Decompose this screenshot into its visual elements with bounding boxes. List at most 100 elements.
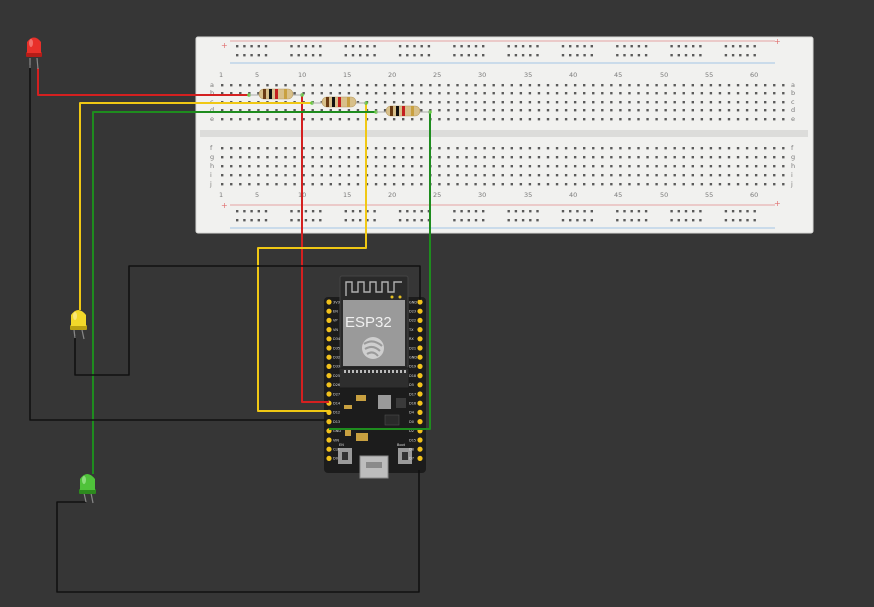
breadboard-hole[interactable] (297, 210, 300, 213)
breadboard-hole[interactable] (438, 165, 441, 168)
breadboard-hole[interactable] (754, 84, 758, 87)
breadboard-hole[interactable] (764, 156, 767, 159)
breadboard-hole[interactable] (320, 147, 323, 150)
breadboard-hole[interactable] (359, 45, 362, 48)
breadboard-hole[interactable] (438, 156, 441, 159)
breadboard-hole[interactable] (699, 219, 702, 222)
breadboard-hole[interactable] (465, 84, 468, 87)
breadboard-hole[interactable] (501, 118, 504, 121)
breadboard-hole[interactable] (677, 54, 680, 57)
breadboard-hole[interactable] (474, 219, 478, 222)
breadboard-hole[interactable] (284, 118, 287, 121)
breadboard-hole[interactable] (447, 174, 450, 177)
breadboard-hole[interactable] (682, 84, 685, 87)
breadboard-hole[interactable] (782, 156, 785, 159)
breadboard-hole[interactable] (483, 156, 486, 159)
breadboard-hole[interactable] (239, 92, 242, 95)
breadboard-hole[interactable] (673, 165, 676, 168)
breadboard-hole[interactable] (583, 147, 586, 150)
breadboard-hole[interactable] (374, 109, 378, 112)
breadboard-hole[interactable] (483, 165, 486, 168)
breadboard-hole[interactable] (239, 165, 242, 168)
breadboard-hole[interactable] (329, 84, 332, 87)
breadboard-hole[interactable] (239, 109, 242, 112)
breadboard-hole[interactable] (420, 84, 423, 87)
breadboard-hole[interactable] (293, 156, 296, 159)
breadboard-hole[interactable] (655, 92, 658, 95)
breadboard-hole[interactable] (402, 101, 405, 104)
breadboard-hole[interactable] (773, 109, 776, 112)
breadboard-hole[interactable] (628, 118, 631, 121)
breadboard-hole[interactable] (583, 183, 586, 186)
breadboard-hole[interactable] (447, 147, 450, 150)
breadboard-hole[interactable] (718, 118, 722, 121)
breadboard-hole[interactable] (402, 165, 405, 168)
breadboard-hole[interactable] (616, 210, 619, 213)
breadboard-hole[interactable] (670, 219, 673, 222)
breadboard-hole[interactable] (709, 183, 713, 186)
breadboard-hole[interactable] (583, 165, 586, 168)
breadboard-hole[interactable] (257, 84, 260, 87)
breadboard-hole[interactable] (392, 174, 396, 177)
breadboard-hole[interactable] (745, 165, 749, 168)
breadboard-hole[interactable] (356, 183, 360, 186)
breadboard-hole[interactable] (474, 183, 477, 186)
breadboard-hole[interactable] (483, 92, 486, 95)
breadboard-hole[interactable] (243, 54, 246, 57)
breadboard-hole[interactable] (257, 45, 260, 48)
breadboard-hole[interactable] (754, 174, 758, 177)
breadboard-hole[interactable] (374, 84, 378, 87)
esp32-pin-right[interactable] (417, 419, 423, 425)
breadboard-hole[interactable] (501, 183, 504, 186)
breadboard-hole[interactable] (619, 109, 622, 112)
breadboard-hole[interactable] (684, 45, 688, 48)
breadboard-hole[interactable] (673, 84, 676, 87)
breadboard-hole[interactable] (709, 165, 713, 168)
breadboard-hole[interactable] (284, 156, 287, 159)
breadboard-hole[interactable] (739, 219, 742, 222)
breadboard-hole[interactable] (429, 101, 432, 104)
breadboard-hole[interactable] (644, 219, 648, 222)
esp32-pin-right[interactable] (417, 373, 423, 379)
breadboard-hole[interactable] (564, 183, 568, 186)
breadboard-hole[interactable] (453, 210, 456, 213)
breadboard-hole[interactable] (302, 147, 305, 150)
breadboard-hole[interactable] (302, 165, 305, 168)
breadboard-hole[interactable] (592, 101, 595, 104)
breadboard-hole[interactable] (610, 118, 613, 121)
breadboard-hole[interactable] (709, 101, 713, 104)
wire-yellow-led[interactable] (79, 102, 312, 310)
breadboard-hole[interactable] (230, 118, 233, 121)
breadboard-hole[interactable] (782, 92, 785, 95)
breadboard-hole[interactable] (670, 210, 673, 213)
breadboard-hole[interactable] (243, 45, 246, 48)
breadboard-hole[interactable] (569, 210, 572, 213)
breadboard-hole[interactable] (438, 101, 441, 104)
breadboard-hole[interactable] (564, 109, 568, 112)
breadboard-hole[interactable] (474, 92, 477, 95)
breadboard-hole[interactable] (465, 118, 468, 121)
breadboard-hole[interactable] (655, 147, 658, 150)
esp32-pin-right[interactable] (417, 299, 423, 305)
breadboard-hole[interactable] (483, 84, 486, 87)
breadboard-hole[interactable] (230, 109, 233, 112)
breadboard-hole[interactable] (699, 210, 702, 213)
breadboard-hole[interactable] (293, 84, 296, 87)
breadboard-hole[interactable] (438, 84, 441, 87)
breadboard-hole[interactable] (709, 84, 713, 87)
breadboard-hole[interactable] (221, 118, 224, 121)
breadboard-hole[interactable] (731, 210, 735, 213)
breadboard-hole[interactable] (610, 174, 613, 177)
breadboard-hole[interactable] (411, 156, 414, 159)
breadboard-hole[interactable] (619, 156, 622, 159)
esp32-pin-left[interactable] (326, 373, 332, 379)
breadboard-hole[interactable] (691, 183, 694, 186)
breadboard-hole[interactable] (583, 118, 586, 121)
breadboard-hole[interactable] (474, 109, 477, 112)
breadboard-hole[interactable] (243, 210, 246, 213)
breadboard-hole[interactable] (628, 84, 631, 87)
breadboard-hole[interactable] (221, 183, 224, 186)
breadboard-hole[interactable] (304, 45, 308, 48)
breadboard-hole[interactable] (736, 156, 740, 159)
breadboard-hole[interactable] (453, 45, 456, 48)
